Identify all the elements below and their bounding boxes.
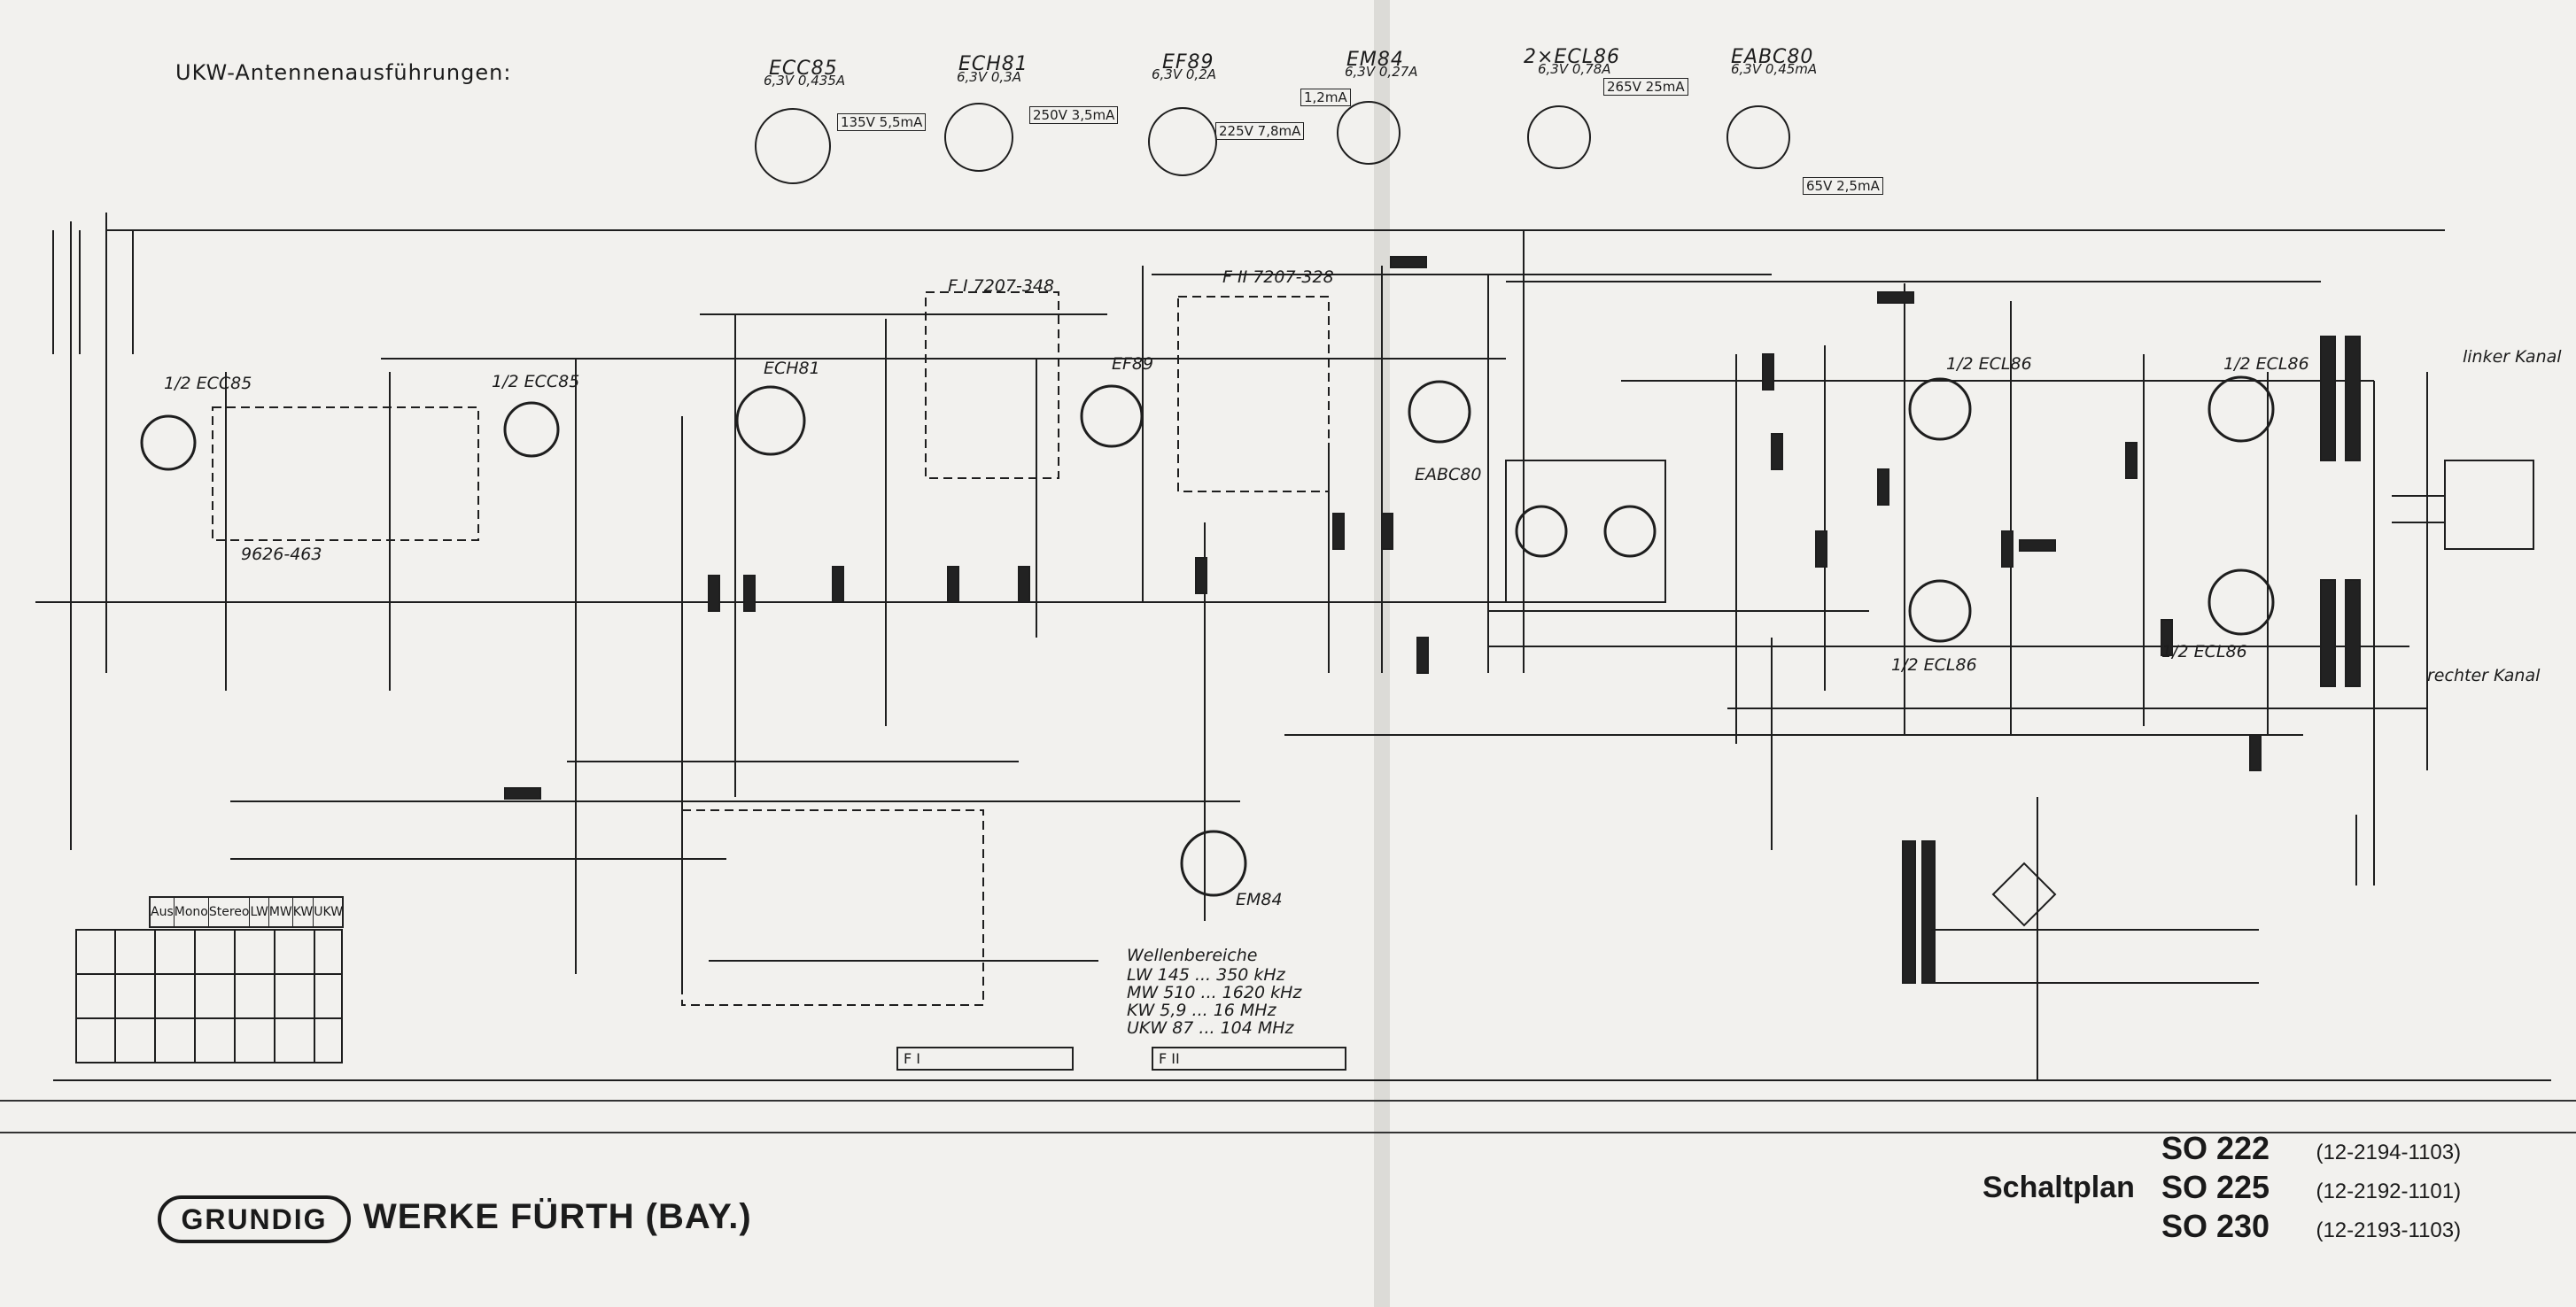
tube-caption-em84: EM84 [1346,49,1404,71]
tube-rating-ecl86: 265V 25mA [1603,78,1688,96]
model-code: (12-2193-1103) [2316,1218,2462,1242]
model-row-so225: SO 225 (12-2192-1101) [2161,1169,2461,1206]
model-code: (12-2194-1103) [2316,1141,2462,1164]
label-ecc85-mid: 1/2 ECC85 [492,372,580,391]
label-ecl86-d: 1/2 ECL86 [2161,642,2247,661]
switch-col-aus: Aus [151,898,175,926]
tube-caption-ech81: ECH81 [958,53,1028,75]
tube-caption-ef89: EF89 [1162,51,1214,73]
label-left-channel: linker Kanal [2463,347,2562,367]
model-name: SO 230 [2161,1208,2270,1244]
tube-ef89-symbol [1080,384,1144,448]
tube-eabc80-symbol [1408,380,1471,444]
switch-col-mono: Mono [175,898,209,926]
label-ecl86-a: 1/2 ECL86 [1946,354,2032,374]
label-em84: EM84 [1236,890,1283,909]
band-kw: KW 5,9 ... 16 MHz [1127,1001,1276,1020]
label-ef89: EF89 [1112,354,1154,374]
switch-col-stereo: Stereo [209,898,251,926]
tube-ecl86-c-symbol [2207,375,2275,443]
switch-col-lw: LW [250,898,269,926]
tube-rating-ecc85: 135V 5,5mA [837,113,927,131]
label-if-filter-2: F II 7207-328 [1222,267,1334,287]
grundig-logo: GRUNDIG [158,1195,351,1243]
model-row-so222: SO 222 (12-2194-1103) [2161,1130,2461,1167]
tube-ecc85-mid-symbol [503,401,560,458]
label-right-channel: rechter Kanal [2427,666,2541,685]
tube-spec-em84: 6,3V 0,27A [1345,64,1418,80]
tube-ecl86-a-symbol [1908,377,1972,441]
tube-ecl86-d-symbol [2207,568,2275,636]
label-if-filter-1: F I 7207-348 [948,276,1055,296]
wiring [35,213,2551,1081]
switch-col-kw: KW [293,898,314,926]
coordinate-strip [0,1100,2576,1133]
tube-spec-ecl86: 6,3V 0,78A [1538,61,1611,77]
label-ecl86-b: 1/2 ECL86 [1891,655,1977,675]
model-row-so230: SO 230 (12-2193-1103) [2161,1208,2461,1245]
label-wellenbereiche: Wellenbereiche [1127,946,1258,965]
tube-spec-ef89: 6,3V 0,2A [1152,66,1217,82]
tube-spec-eabc80: 6,3V 0,45mA [1731,61,1818,77]
tube-symbols [140,375,2275,897]
coord-box-f2: F II [1152,1047,1346,1071]
label-ecl86-c: 1/2 ECL86 [2223,354,2309,374]
switch-col-ukw: UKW [314,898,345,926]
switch-col-mw: MW [269,898,293,926]
tube-caption-ecl86: 2×ECL86 [1524,46,1620,68]
model-name: SO 225 [2161,1169,2270,1205]
tube-spec-ecc85: 6,3V 0,435A [764,73,846,89]
tube-rating-eabc80: 65V 2,5mA [1803,177,1883,195]
band-mw: MW 510 ... 1620 kHz [1127,983,1302,1002]
tube-ecl86-b-symbol [1908,579,1972,643]
label-ecc85-left: 1/2 ECC85 [164,374,252,393]
tube-caption-eabc80: EABC80 [1731,46,1814,68]
tube-em84-symbol [1180,830,1247,897]
tube-rating-ef89: 225V 7,8mA [1215,122,1305,140]
label-coil-pair: 9626-463 [241,545,322,564]
schaltplan-title: Schaltplan [1982,1171,2135,1204]
label-ech81: ECH81 [764,359,820,378]
tube-caption-ecc85: ECC85 [769,58,838,80]
tube-rating-ech81: 250V 3,5mA [1029,106,1119,124]
tube-spec-ech81: 6,3V 0,3A [957,69,1022,85]
coord-box-f1: F I [896,1047,1074,1071]
model-name: SO 222 [2161,1130,2270,1166]
tube-ecc85-left-symbol [140,414,197,471]
range-switch-table: Aus Mono Stereo LW MW KW UKW [149,896,345,928]
tube-rating-em84: 1,2mA [1300,89,1351,106]
band-lw: LW 145 ... 350 kHz [1127,965,1285,985]
ukw-antenna-title: UKW-Antennenausführungen: [175,60,512,85]
tube-ech81-symbol [735,385,806,456]
label-eabc80: EABC80 [1415,465,1482,484]
pinout-diagrams [755,101,1790,184]
model-code: (12-2192-1101) [2316,1179,2462,1203]
band-ukw: UKW 87 ... 104 MHz [1127,1018,1294,1038]
company-name: WERKE FÜRTH (BAY.) [363,1197,752,1236]
